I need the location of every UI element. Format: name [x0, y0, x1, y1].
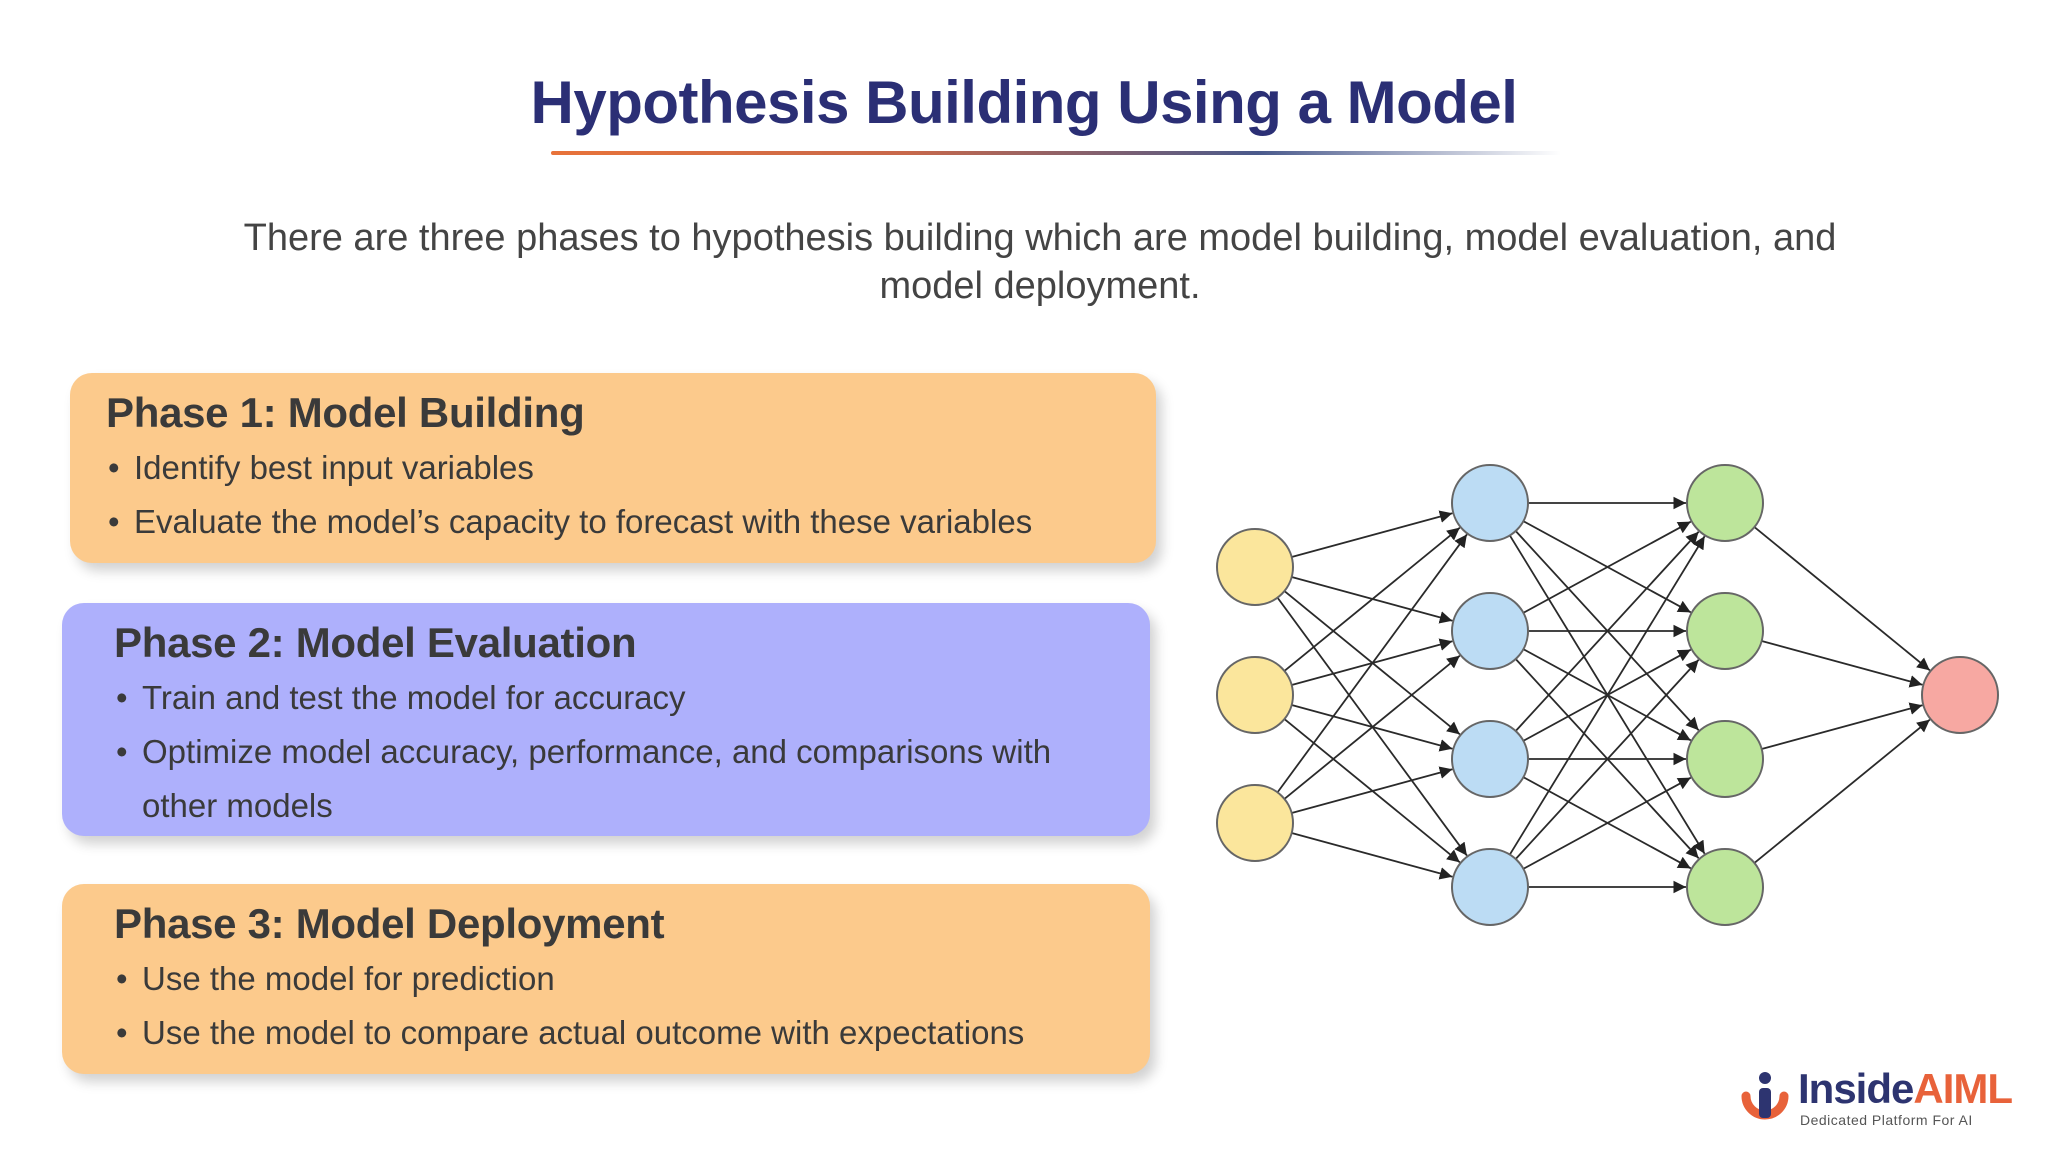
edge-input-3-to-hidden-1-2 [1283, 654, 1461, 800]
phase-2-card: Phase 2: Model Evaluation Train and test… [62, 603, 1150, 836]
phase-1-heading: Phase 1: Model Building [106, 389, 585, 436]
phase-1-bullets: Identify best input variables Evaluate t… [106, 441, 1156, 549]
edge-hidden-2-1-to-output-1 [1753, 526, 1931, 672]
hidden-1-node-3 [1451, 720, 1529, 798]
phase-3-card: Phase 3: Model Deployment Use the model … [62, 884, 1150, 1074]
hidden-1-node-4 [1451, 848, 1529, 926]
phase-3-heading: Phase 3: Model Deployment [114, 900, 665, 947]
title-underline [551, 151, 1561, 155]
edge-input-1-to-hidden-1-1 [1291, 510, 1453, 558]
edge-hidden-2-4-to-output-1 [1753, 718, 1931, 864]
edge-hidden-2-3-to-output-1 [1761, 702, 1923, 750]
phase-1-bullet-2: Evaluate the model’s capacity to forecas… [106, 495, 1156, 549]
phase-2-heading: Phase 2: Model Evaluation [114, 619, 637, 666]
network-edges [1276, 496, 1931, 894]
hidden-2-node-4 [1686, 848, 1764, 926]
edge-hidden-1-2-to-hidden-2-1 [1522, 520, 1692, 614]
input-node-2 [1216, 656, 1294, 734]
edge-input-2-to-hidden-1-1 [1283, 526, 1461, 672]
edge-hidden-1-4-to-hidden-2-1 [1509, 535, 1706, 856]
phase-1-bullet-1: Identify best input variables [106, 441, 1156, 495]
hidden-2-node-2 [1686, 592, 1764, 670]
slide-title: Hypothesis Building Using a Model [530, 69, 1518, 136]
phase-2-bullets: Train and test the model for accuracy Op… [114, 671, 1114, 833]
network-nodes [1216, 464, 1999, 926]
phase-2-bullet-2: Optimize model accuracy, performance, an… [114, 725, 1114, 833]
edge-input-3-to-hidden-1-1 [1276, 533, 1468, 793]
logo-icon [1741, 1072, 1789, 1120]
edge-hidden-1-3-to-hidden-2-1 [1515, 531, 1700, 732]
intro-text: There are three phases to hypothesis bui… [243, 217, 1837, 307]
output-node-1 [1921, 656, 1999, 734]
edge-hidden-1-4-to-hidden-2-3 [1522, 776, 1692, 870]
hidden-1-node-2 [1451, 592, 1529, 670]
phase-2-bullet-1: Train and test the model for accuracy [114, 671, 1114, 725]
hidden-2-node-3 [1686, 720, 1764, 798]
phase-3-bullet-2: Use the model to compare actual outcome … [114, 1006, 1150, 1060]
hidden-1-node-1 [1451, 464, 1529, 542]
phase-3-bullet-1: Use the model for prediction [114, 952, 1150, 1006]
neural-network-diagram [1216, 464, 1999, 926]
phase-1-card: Phase 1: Model Building Identify best in… [70, 373, 1156, 563]
logo-wordmark-inside: Inside [1798, 1065, 1914, 1112]
edge-hidden-2-2-to-output-1 [1761, 640, 1923, 688]
phase-3-bullets: Use the model for prediction Use the mod… [114, 952, 1150, 1060]
edge-input-3-to-hidden-1-4 [1291, 832, 1453, 880]
logo-wordmark: InsideAIML [1798, 1065, 2013, 1112]
logo-wordmark-aiml: AIML [1913, 1065, 2013, 1112]
insideaiml-logo: InsideAIML Dedicated Platform For AI [1738, 1066, 2028, 1132]
input-node-3 [1216, 784, 1294, 862]
edge-hidden-1-4-to-hidden-2-2 [1515, 659, 1700, 860]
logo-tagline: Dedicated Platform For AI [1800, 1112, 1973, 1128]
edge-input-3-to-hidden-1-3 [1291, 766, 1453, 814]
input-node-1 [1216, 528, 1294, 606]
hidden-2-node-1 [1686, 464, 1764, 542]
